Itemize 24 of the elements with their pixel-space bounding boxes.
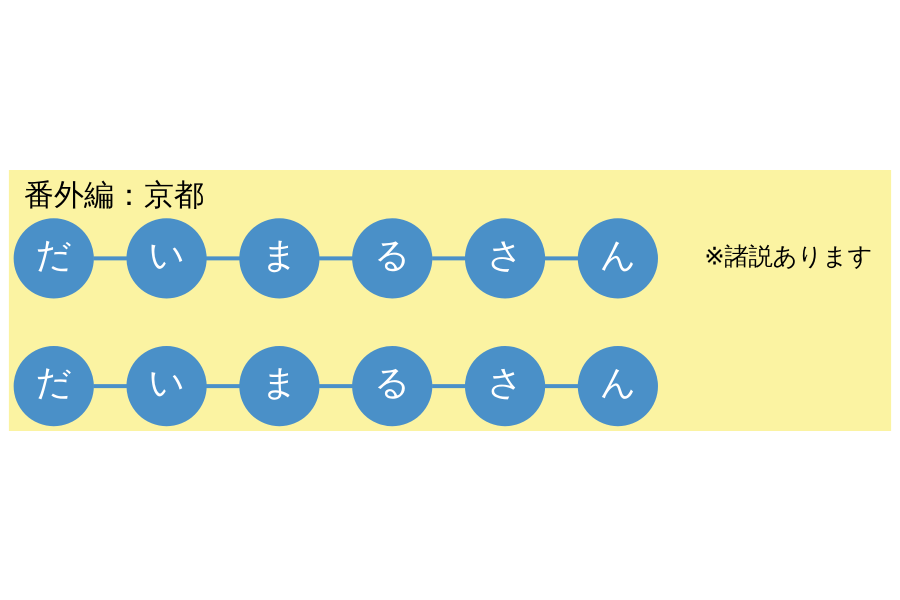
- connector: [319, 384, 353, 388]
- connector: [319, 256, 353, 260]
- label: ※諸説あります: [704, 240, 873, 270]
- diagram-title: 番外編：京都: [24, 177, 204, 212]
- node-circle: だ: [14, 218, 94, 298]
- node-circle: ん: [578, 218, 658, 298]
- node-circle: い: [126, 218, 207, 298]
- node-circle: ん: [578, 346, 658, 426]
- node-circle: い: [126, 346, 207, 426]
- connector: [206, 256, 240, 260]
- node-circle: る: [352, 346, 432, 426]
- node-circle: ま: [239, 218, 320, 298]
- connector: [94, 256, 127, 260]
- node-circle: る: [352, 218, 432, 298]
- connector: [544, 256, 578, 260]
- connector: [94, 384, 127, 388]
- connector: [544, 384, 578, 388]
- connector: [432, 384, 466, 388]
- connector: [432, 256, 466, 260]
- node-circle: さ: [464, 346, 546, 426]
- node-circle: だ: [14, 346, 94, 426]
- node-circle: ま: [239, 346, 320, 426]
- node-circle: さ: [464, 218, 546, 298]
- connector: [206, 384, 240, 388]
